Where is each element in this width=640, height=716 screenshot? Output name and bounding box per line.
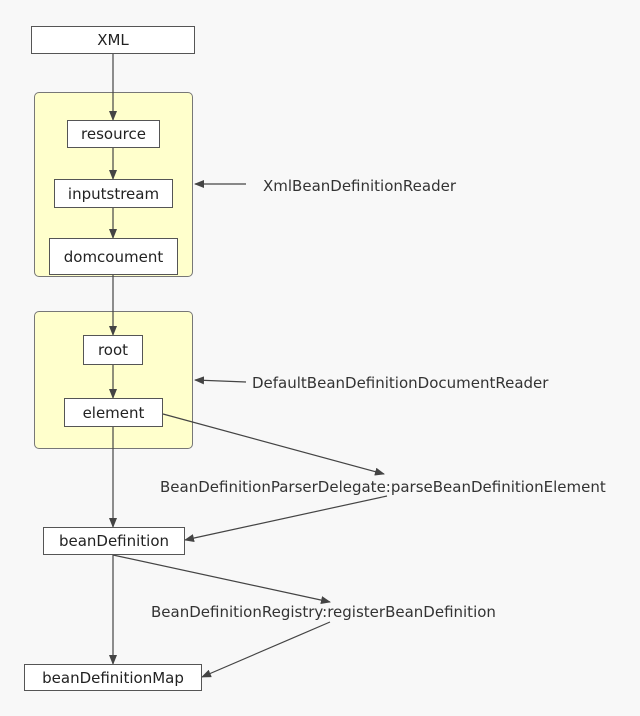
resource-node: resource <box>67 120 160 148</box>
inputstream-node: inputstream <box>54 179 173 208</box>
edge-docreader-group <box>194 376 247 385</box>
xml-node: XML <box>31 26 195 54</box>
edge-delegate-beandefinition <box>184 495 388 542</box>
root-node: root <box>83 335 143 365</box>
domcoument-node: domcoument <box>49 238 178 275</box>
xml-bean-definition-reader-label: XmlBeanDefinitionReader <box>263 177 456 195</box>
default-bean-definition-document-reader-label: DefaultBeanDefinitionDocumentReader <box>252 374 549 392</box>
bean-definition-map-node: beanDefinitionMap <box>24 664 202 691</box>
bean-definition-node: beanDefinition <box>43 527 185 555</box>
edge-registry-map <box>201 621 331 678</box>
parser-delegate-label: BeanDefinitionParserDelegate:parseBeanDe… <box>160 478 606 496</box>
registry-label: BeanDefinitionRegistry:registerBeanDefin… <box>151 603 496 621</box>
edge-beandefinition-registry <box>112 554 331 605</box>
element-node: element <box>64 398 163 427</box>
edge-element-delegate <box>162 413 385 476</box>
